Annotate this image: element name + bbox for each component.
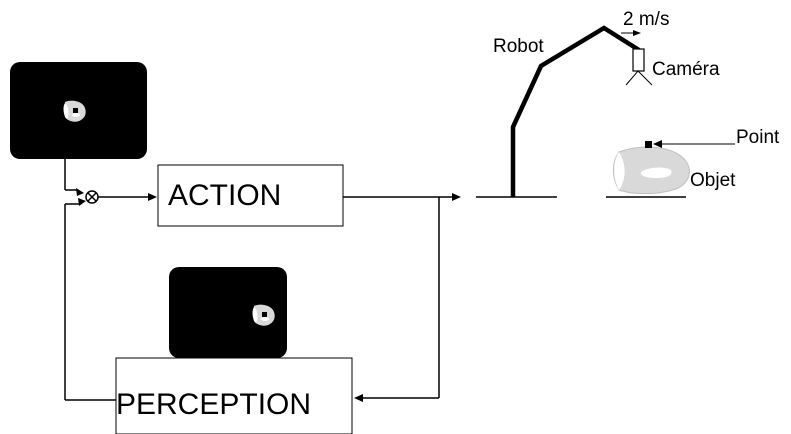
speed-arrowhead	[633, 30, 641, 36]
speed-label: 2 m/s	[623, 9, 669, 30]
perception-input-arrowhead	[354, 394, 363, 402]
object-shape-icon	[612, 141, 690, 195]
reference-connector	[64, 159, 78, 191]
perception-block: PERCEPTION	[115, 357, 353, 434]
point-label: Point	[736, 127, 780, 148]
perception-label: PERCEPTION	[116, 388, 311, 421]
scene-input-arrowhead	[452, 193, 461, 201]
object-point-marker	[645, 141, 652, 148]
robot-label: Robot	[493, 36, 544, 57]
action-block: ACTION	[157, 164, 344, 227]
action-output-path	[343, 196, 452, 399]
action-input-arrowhead	[148, 193, 157, 201]
camera-label: Caméra	[652, 59, 720, 80]
point-pointer-arrowhead	[653, 140, 662, 148]
reference-image-screen	[10, 62, 147, 159]
comparator-circled-x-icon	[85, 190, 99, 204]
perceived-image-screen	[169, 267, 287, 358]
action-label: ACTION	[168, 179, 281, 212]
object-label: Objet	[690, 170, 736, 191]
robot-arm	[510, 25, 641, 197]
reference-arrowhead	[76, 188, 84, 196]
camera-icon	[625, 48, 653, 86]
feedback-arrowhead	[78, 198, 86, 206]
feedback-path	[64, 203, 116, 401]
